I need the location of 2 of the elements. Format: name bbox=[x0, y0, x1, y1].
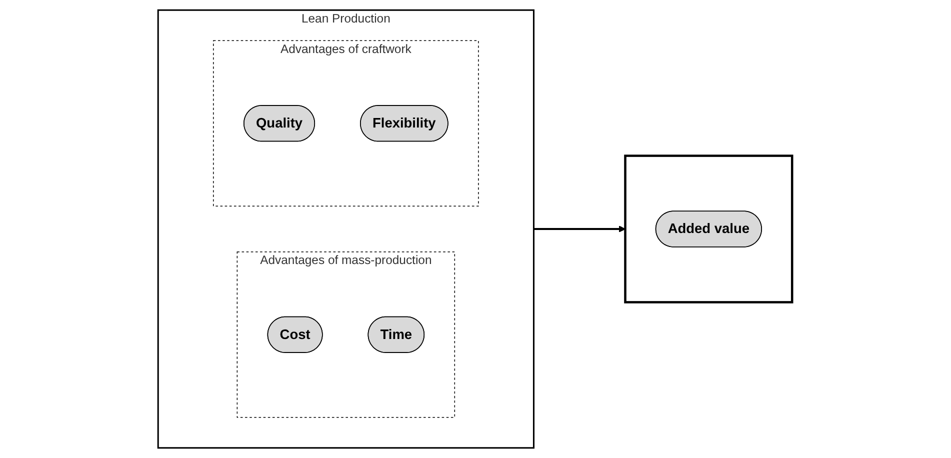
cluster bbox=[624, 154, 794, 304]
arrow bbox=[534, 226, 626, 232]
